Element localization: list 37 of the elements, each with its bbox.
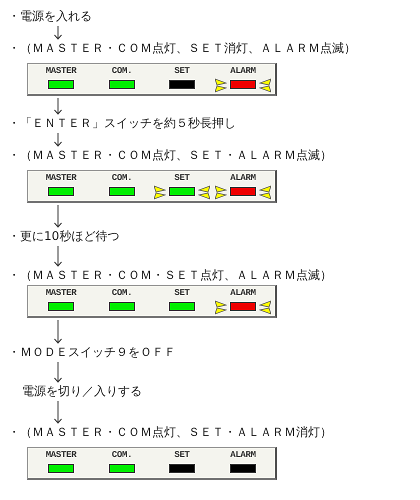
lamp-label: COM. [112, 450, 132, 461]
lamp-label: MASTER [46, 66, 76, 77]
step-text: ・（ＭＡＳＴＥＲ・ＣＯＭ点灯、ＳＥＴ消灯、ＡＬＡＲＭ点滅） [8, 40, 356, 56]
lamp-label: SET [174, 450, 190, 461]
step-text: ・更に10秒ほど待つ [8, 228, 120, 244]
lamp-label: MASTER [46, 288, 76, 299]
lamp-label: ALARM [230, 173, 256, 184]
indicator-panel [27, 170, 277, 203]
lamp-label: MASTER [46, 173, 76, 184]
step-text: ・（ＭＡＳＴＥＲ・ＣＯＭ点灯、ＳＥＴ・ＡＬＡＲＭ消灯） [8, 424, 332, 440]
indicator-panel [27, 63, 277, 96]
step-text: ・（ＭＡＳＴＥＲ・ＣＯＭ・ＳＥＴ点灯、ＡＬＡＲＭ点滅） [8, 267, 332, 283]
lamp-label: COM. [112, 173, 132, 184]
lamp-label: COM. [112, 66, 132, 77]
lamp-label: ALARM [230, 450, 256, 461]
arrow [54, 98, 62, 114]
arrow [54, 320, 62, 344]
indicator-panel [27, 447, 277, 480]
arrow [54, 246, 62, 266]
arrow [54, 26, 62, 40]
lamp-label: SET [174, 173, 190, 184]
indicator-panel [27, 285, 277, 318]
lamp-label: ALARM [230, 66, 256, 77]
lamp-label: ALARM [230, 288, 256, 299]
arrow [54, 362, 62, 382]
lamp-label: COM. [112, 288, 132, 299]
step-text: ・電源を入れる [8, 8, 92, 24]
lamp-label: SET [174, 288, 190, 299]
arrow [54, 400, 62, 424]
step-text: ・（ＭＡＳＴＥＲ・ＣＯＭ点灯、ＳＥＴ・ＡＬＡＲＭ点滅） [8, 147, 332, 163]
lamp-label: SET [174, 66, 190, 77]
step-text: ・ＭＯＤＥスイッチ９をＯＦＦ [8, 344, 176, 360]
arrow [54, 204, 62, 228]
arrow [54, 132, 62, 146]
step-text: ・「ＥＮＴＥＲ」スイッチを約５秒長押し [8, 115, 236, 131]
step-text: 電源を切り／入りする [22, 383, 142, 399]
lamp-label: MASTER [46, 450, 76, 461]
